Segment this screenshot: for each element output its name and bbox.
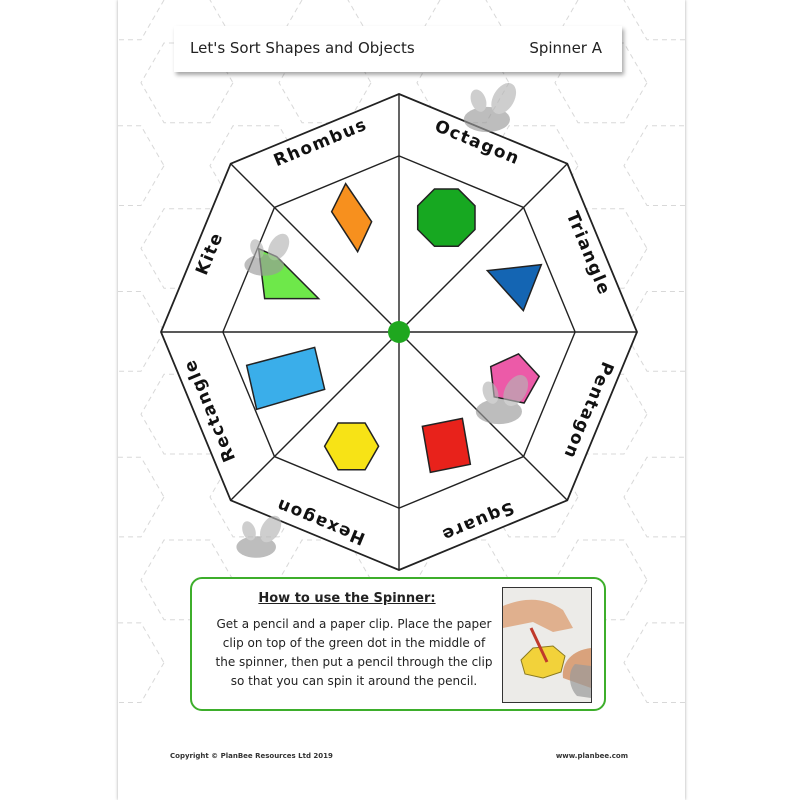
copyright-text: Copyright © PlanBee Resources Ltd 2019 [170,752,333,760]
bee-watermark-icon [236,515,282,558]
background-hexagon [209,456,303,538]
background-hexagon [623,125,685,206]
spinner-code: Spinner A [529,39,602,57]
background-hexagon [623,456,685,538]
rhombus-shape [330,182,373,254]
spinner-divider [230,163,400,333]
worksheet-page: Let's Sort Shapes and Objects Spinner A … [118,0,685,800]
how-to-instructions: Get a pencil and a paper clip. Place the… [215,617,493,688]
hand-spinning-photo [502,587,592,703]
header-banner: Let's Sort Shapes and Objects Spinner A [174,26,622,72]
background-hexagon [118,291,165,372]
worksheet-title: Let's Sort Shapes and Objects [190,39,415,57]
how-to-box: How to use the Spinner: Get a pencil and… [190,577,606,711]
background-hexagon [118,622,165,703]
website-text: www.planbee.com [555,752,628,760]
spinner-divider [398,163,568,333]
bee-watermark-icon [463,83,517,133]
bee-watermark-icon [475,375,529,425]
background-hexagon [623,622,685,703]
background-hexagon [140,42,234,124]
how-to-heading: How to use the Spinner: [258,591,436,606]
square-shape [421,417,472,474]
spinner-divider [230,331,400,501]
triangle-shape [485,263,543,313]
background-hexagon [118,456,165,538]
background-hexagon [118,0,165,41]
spinner: OctagonTrianglePentagonSquareHexagonRect… [160,83,638,571]
bee-watermark-icon [244,233,290,276]
background-hexagon [554,42,648,124]
hexagon-shape [323,422,380,471]
rectangle-shape [245,346,326,411]
octagon-shape [416,188,476,248]
background-hexagon [118,125,165,206]
center-dot [388,321,410,343]
